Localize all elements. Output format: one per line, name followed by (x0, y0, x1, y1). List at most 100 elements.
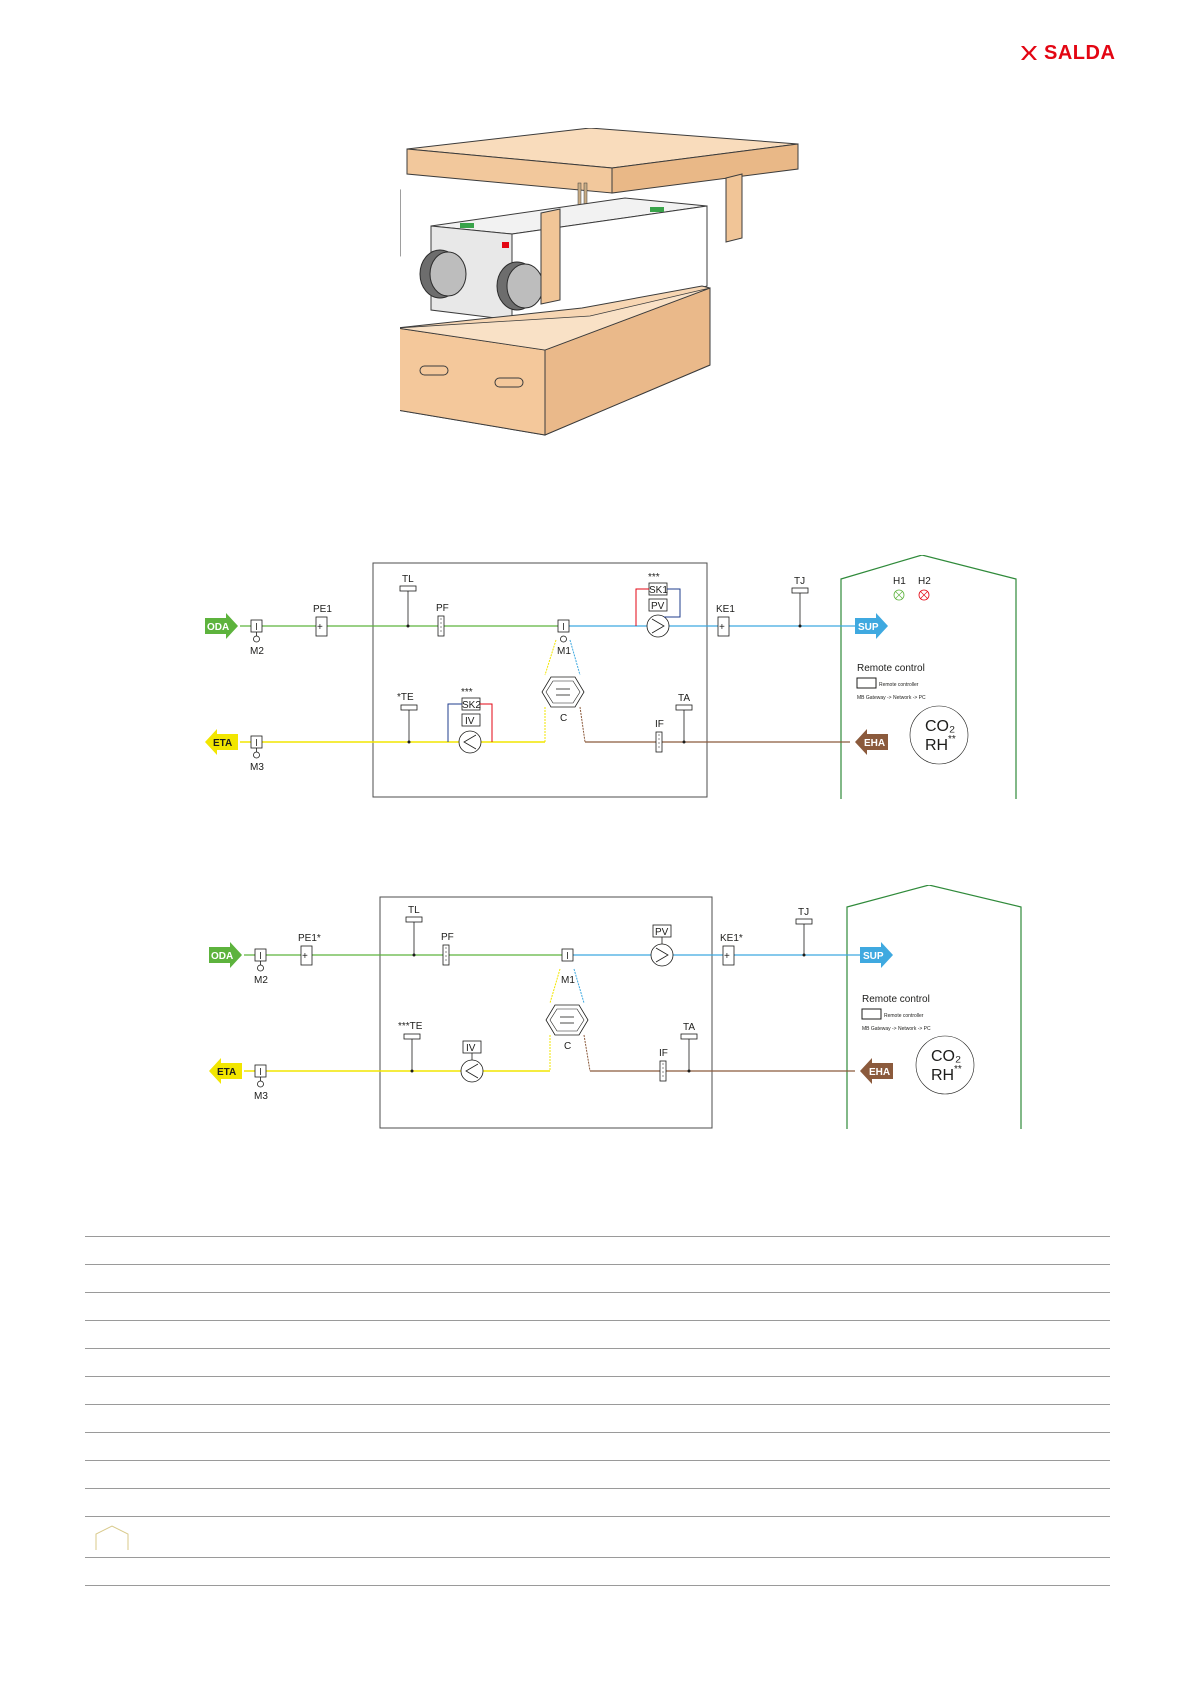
empty-ruled-table (85, 1236, 1110, 1586)
reheater-ke1: + KE1 (716, 604, 735, 637)
svg-text:PF: PF (436, 603, 449, 614)
svg-text:M1: M1 (561, 975, 575, 986)
svg-text:SUP: SUP (858, 622, 879, 633)
remote-control-block: Remote control Remote controller MB Gate… (856, 663, 926, 701)
svg-text:KE1*: KE1* (720, 933, 743, 944)
svg-text:**: ** (948, 734, 956, 745)
svg-text:PV: PV (651, 601, 665, 612)
svg-text:KE1: KE1 (716, 604, 735, 615)
svg-text:TA: TA (683, 1022, 695, 1033)
svg-text:Remote controller: Remote controller (884, 1013, 924, 1019)
box-tray (400, 285, 711, 436)
svg-text:MB Gateway -> Network -> PC: MB Gateway -> Network -> PC (862, 1026, 931, 1032)
co2-rh-sensor: CO₂ RH ** (915, 1035, 975, 1095)
filter-if: IF (655, 719, 664, 753)
table-row (85, 1292, 1110, 1320)
unit-boundary (379, 896, 713, 1129)
svg-text:M1: M1 (557, 646, 571, 657)
svg-text:EHA: EHA (864, 738, 885, 749)
svg-text:*TE: *TE (397, 692, 414, 703)
sensor-tl: TL (405, 905, 423, 957)
svg-text:***: *** (461, 687, 473, 698)
exhaust-fan-iv: IV (460, 1040, 484, 1083)
svg-text:M3: M3 (254, 1091, 268, 1102)
svg-text:MB Gateway -> Network -> PC: MB Gateway -> Network -> PC (857, 695, 926, 701)
svg-text:PE1*: PE1* (298, 933, 321, 944)
house-outline-icon (95, 1525, 129, 1550)
svg-text:TL: TL (402, 574, 414, 585)
damper-m3: M3 (250, 735, 264, 773)
svg-text:**: ** (954, 1064, 962, 1075)
svg-text:M2: M2 (254, 975, 268, 986)
eta-arrow: ETA (205, 729, 238, 755)
eha-arrow: EHA (860, 1058, 893, 1084)
svg-text:TJ: TJ (794, 576, 805, 587)
wiring-schema-without-preheater: ODA ETA SUP EHA M2 M3 + PE1* TL (209, 885, 1022, 1129)
svg-text:+: + (719, 622, 725, 633)
sensor-tj: TJ (795, 907, 813, 957)
sensor-te: ***TE (398, 1021, 423, 1073)
filter-if: IF (659, 1048, 668, 1082)
unit-boundary (372, 562, 708, 798)
svg-text:IF: IF (659, 1048, 668, 1059)
sensor-tl: TL (399, 574, 417, 628)
eta-arrow: ETA (209, 1058, 242, 1084)
svg-text:***TE: ***TE (398, 1021, 423, 1032)
svg-text:C: C (564, 1041, 571, 1052)
table-row (85, 1557, 1110, 1585)
svg-text:CO₂: CO₂ (925, 718, 955, 735)
svg-text:IF: IF (655, 719, 664, 730)
supply-fan-pv: SK1 *** PV (635, 572, 681, 638)
svg-text:SUP: SUP (863, 951, 884, 962)
damper-m2: M2 (250, 619, 264, 657)
svg-text:ETA: ETA (213, 738, 232, 749)
room-boundary (846, 885, 1022, 1129)
eha-arrow: EHA (855, 729, 888, 755)
svg-text:+: + (317, 622, 323, 633)
damper-m3: M3 (254, 1064, 268, 1102)
salda-logo-icon (1021, 46, 1037, 60)
brand-name: SALDA (1044, 41, 1116, 64)
table-row (85, 1404, 1110, 1432)
svg-text:PV: PV (655, 927, 669, 938)
table-row (85, 1516, 1110, 1557)
reheater-ke1: + KE1* (720, 933, 743, 966)
svg-text:PE1: PE1 (313, 604, 332, 615)
svg-text:IV: IV (466, 1043, 476, 1054)
table-row (85, 1320, 1110, 1348)
supply-fan-pv: PV (650, 924, 674, 967)
svg-text:M3: M3 (250, 762, 264, 773)
svg-text:ETA: ETA (217, 1067, 236, 1078)
filter-pf: PF (436, 603, 449, 637)
svg-text:H1: H1 (893, 576, 906, 587)
svg-text:Remote control: Remote control (862, 994, 930, 1005)
svg-text:PF: PF (441, 932, 454, 943)
heat-exchanger-c: C (541, 676, 585, 724)
filter-pf: PF (441, 932, 454, 966)
box-lid (406, 128, 799, 194)
svg-text:+: + (724, 951, 730, 962)
svg-text:TA: TA (678, 693, 690, 704)
svg-text:SK2: SK2 (462, 700, 481, 711)
corner-post-right (725, 173, 743, 243)
oda-arrow: ODA (209, 942, 242, 968)
co2-rh-sensor: CO₂ RH ** (909, 705, 969, 765)
table-row (85, 1376, 1110, 1404)
table-row (85, 1488, 1110, 1516)
svg-text:ODA: ODA (207, 622, 229, 633)
svg-text:***: *** (648, 572, 660, 583)
sensor-ta: TA (675, 693, 693, 744)
table-row (85, 1236, 1110, 1264)
svg-text:Remote control: Remote control (857, 663, 925, 674)
table-row (85, 1432, 1110, 1460)
table-row (85, 1264, 1110, 1292)
preheater-pe1: + PE1 (313, 604, 332, 637)
salda-logo: SALDA (1018, 42, 1115, 64)
table-row (85, 1348, 1110, 1376)
svg-text:TL: TL (408, 905, 420, 916)
svg-text:SK1: SK1 (649, 585, 668, 596)
preheater-pe1: + PE1* (298, 933, 321, 966)
svg-text:+: + (302, 951, 308, 962)
damper-m1: M1 (561, 948, 575, 986)
heat-exchanger-c: C (545, 1004, 589, 1052)
